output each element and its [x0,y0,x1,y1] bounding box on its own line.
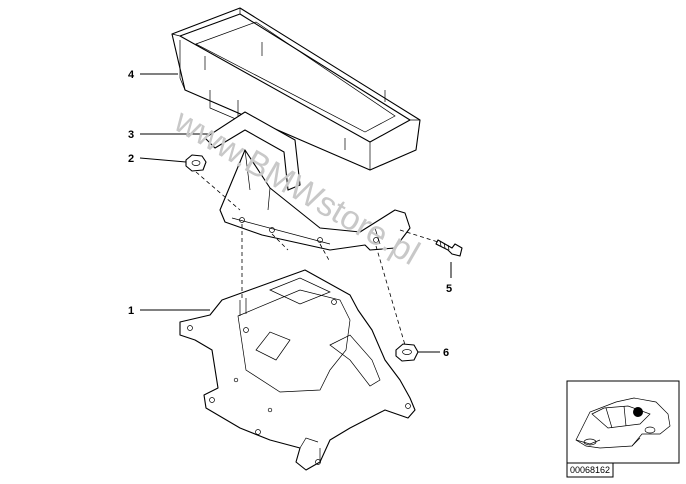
callout-1: 1 [128,305,134,317]
part-6-nut[interactable] [395,343,419,362]
leader-lines [139,73,452,353]
part-2-nut[interactable] [185,154,207,172]
part-5-bolt[interactable] [435,239,463,257]
assembly-lines [195,171,439,346]
callout-4: 4 [128,69,135,81]
diagram-code: 00068162 [570,465,610,475]
callout-3: 3 [128,129,134,141]
part-4-storage-tray[interactable] [171,7,421,171]
car-locator-inset [566,380,680,464]
callout-5: 5 [446,283,452,295]
part-3-bracket[interactable] [204,111,411,251]
part-1-mounting-plate[interactable] [179,269,416,471]
callout-6: 6 [443,347,449,359]
callout-2: 2 [128,153,134,165]
location-marker [633,407,643,417]
